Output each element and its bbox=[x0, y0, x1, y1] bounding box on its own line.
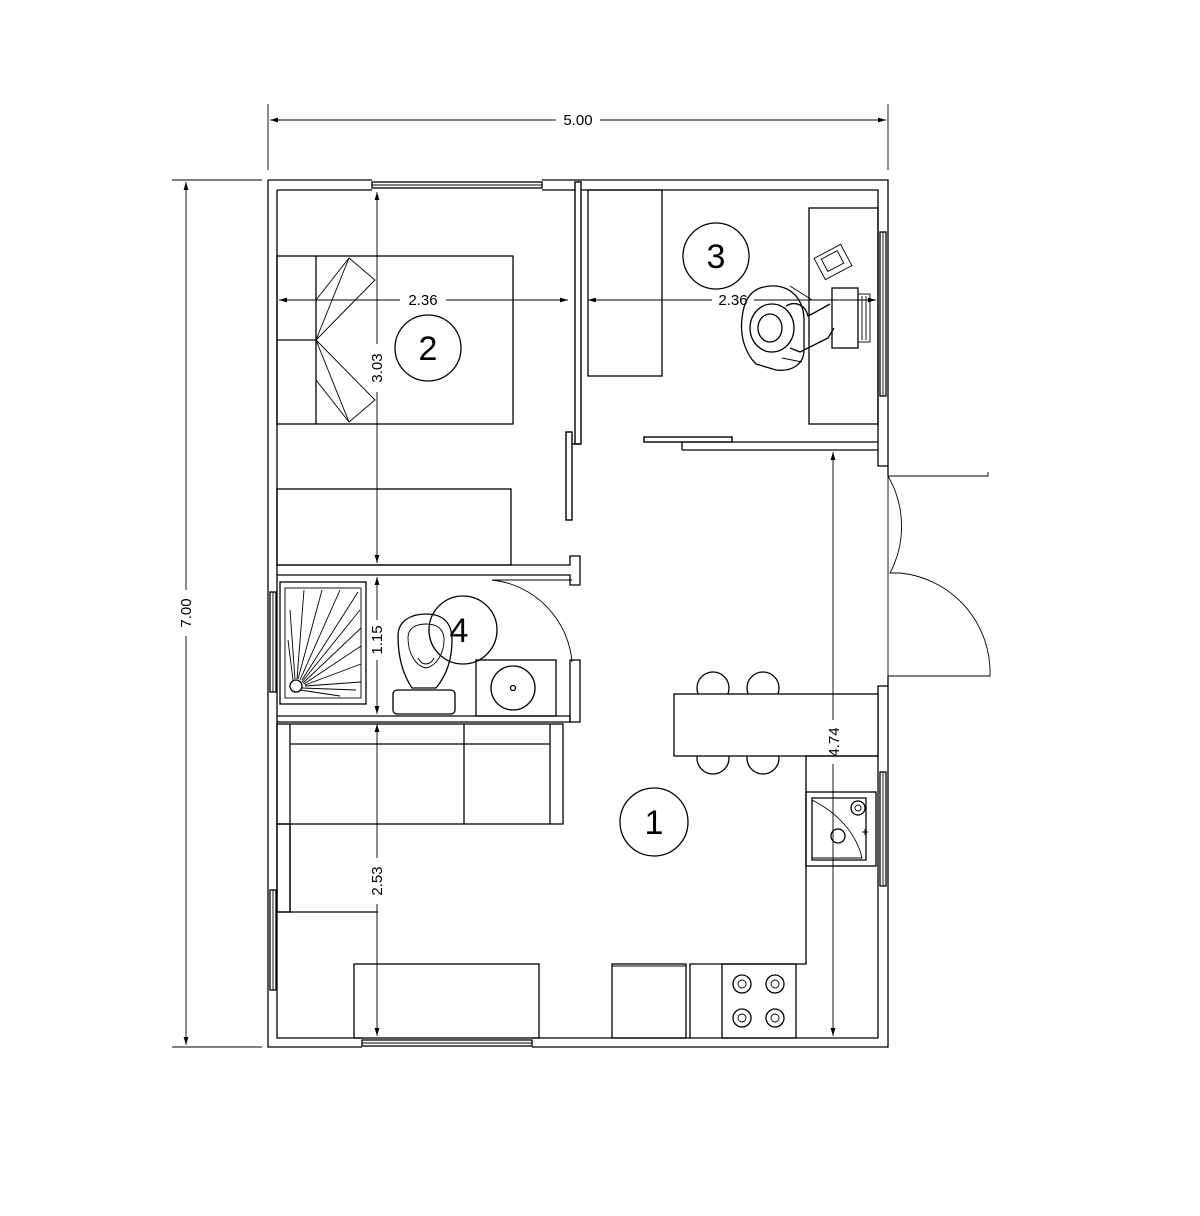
dimension-label-room3-width: 2.36 bbox=[718, 292, 747, 309]
dimension-overall-height: 7.00 bbox=[172, 179, 262, 1048]
room-number-1: 1 bbox=[645, 804, 664, 842]
dimension-label-kitchen-height: 4.74 bbox=[826, 727, 843, 756]
dimension-overall-width: 5.00 bbox=[267, 104, 889, 170]
room-marker-2: 2 bbox=[394, 314, 462, 382]
tv-cabinet bbox=[353, 963, 540, 1039]
kitchen-counter bbox=[611, 755, 878, 1039]
window-left-living bbox=[269, 889, 277, 991]
desk-phone bbox=[813, 243, 853, 281]
office-shelf bbox=[587, 189, 663, 377]
dimension-label-living-left-height: 2.53 bbox=[369, 866, 386, 895]
office-desk bbox=[808, 207, 879, 425]
bar-counter bbox=[673, 671, 879, 775]
window-right-office bbox=[879, 231, 887, 397]
room-number-4: 4 bbox=[450, 612, 469, 650]
interior-walls bbox=[277, 181, 878, 723]
window-right-kitchen bbox=[879, 771, 887, 887]
shower-tray bbox=[279, 581, 367, 705]
bed bbox=[276, 255, 514, 425]
bathroom-sink bbox=[475, 659, 557, 717]
dimension-room3-width: 2.36 bbox=[588, 292, 876, 309]
room-marker-1: 1 bbox=[619, 787, 689, 857]
kitchen-sink bbox=[805, 791, 877, 867]
toilet bbox=[392, 613, 456, 715]
cooktop bbox=[721, 963, 797, 1039]
dimension-label-room2-height: 3.03 bbox=[369, 353, 386, 382]
window-top bbox=[371, 181, 543, 189]
window-left-bath bbox=[269, 591, 277, 693]
dimension-room2-width: 2.36 bbox=[279, 292, 568, 309]
room-number-2: 2 bbox=[419, 330, 438, 368]
dimension-label-room2-width: 2.36 bbox=[408, 292, 437, 309]
office-chair-person bbox=[740, 285, 835, 371]
room-marker-3: 3 bbox=[682, 222, 750, 290]
entrance-door bbox=[887, 472, 991, 677]
sofa bbox=[276, 723, 564, 913]
dimension-bath-height: 1.15 bbox=[369, 577, 386, 714]
computer-monitor bbox=[831, 287, 871, 349]
window-bottom bbox=[361, 1039, 533, 1047]
room-number-3: 3 bbox=[707, 238, 726, 276]
dimension-label-bath-height: 1.15 bbox=[369, 625, 386, 654]
dimension-living-left-height: 2.53 bbox=[369, 724, 386, 1036]
bedroom-wardrobe bbox=[276, 488, 512, 566]
dimension-room2-height: 3.03 bbox=[369, 192, 386, 563]
dimension-label-width: 5.00 bbox=[563, 112, 592, 129]
dimension-kitchen-height: 4.74 bbox=[826, 452, 843, 1036]
room-marker-4: 4 bbox=[428, 595, 498, 665]
dimension-label-height: 7.00 bbox=[178, 598, 195, 627]
